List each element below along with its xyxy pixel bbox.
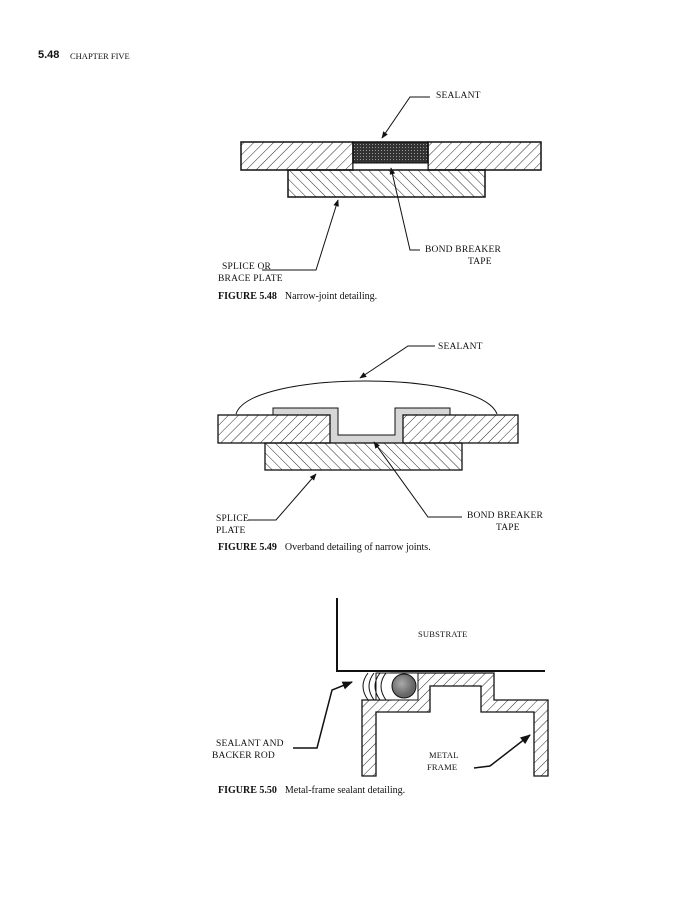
splice-label-line2: BRACE PLATE xyxy=(218,274,283,284)
caption-text: Metal-frame sealant detailing. xyxy=(284,785,406,796)
metal-frame-label: METAL xyxy=(429,750,459,760)
figure-number: FIGURE 5.50 xyxy=(218,785,277,796)
splice-label: SPLICE OR xyxy=(222,262,272,272)
caption-text: Narrow-joint detailing. xyxy=(284,291,378,302)
figure-number: FIGURE 5.48 xyxy=(218,291,277,302)
figure-caption: FIGURE 5.48 Narrow-joint detailing. xyxy=(218,292,377,302)
caption-text: Overband detailing of narrow joints. xyxy=(284,542,431,553)
figure-5-48-diagram xyxy=(240,96,542,271)
sealant-backer-label: SEALANT AND xyxy=(216,739,284,749)
sealant-label: SEALANT xyxy=(436,91,481,101)
metal-frame-label-line2: FRAME xyxy=(427,762,458,772)
figure-caption: FIGURE 5.50 Metal-frame sealant detailing… xyxy=(218,786,405,796)
splice-label: SPLICE xyxy=(216,514,249,524)
sealant-label: SEALANT xyxy=(438,342,483,352)
figure-caption: FIGURE 5.49 Overband detailing of narrow … xyxy=(218,543,431,553)
bond-breaker-label: BOND BREAKER xyxy=(467,511,544,521)
bond-breaker-label-line2: TAPE xyxy=(496,523,520,533)
figure-5-50-diagram xyxy=(293,598,549,777)
figure-number: FIGURE 5.49 xyxy=(218,542,277,553)
splice-label-line2: PLATE xyxy=(216,526,246,536)
figure-5-49-diagram xyxy=(217,345,519,521)
page-number: 5.48 xyxy=(38,49,60,61)
substrate-label: SUBSTRATE xyxy=(418,629,468,639)
bond-breaker-label-line2: TAPE xyxy=(468,257,492,267)
sealant-backer-label-line2: BACKER ROD xyxy=(212,751,275,761)
running-header: CHAPTER FIVE xyxy=(70,51,130,61)
bond-breaker-label: BOND BREAKER xyxy=(425,245,502,255)
